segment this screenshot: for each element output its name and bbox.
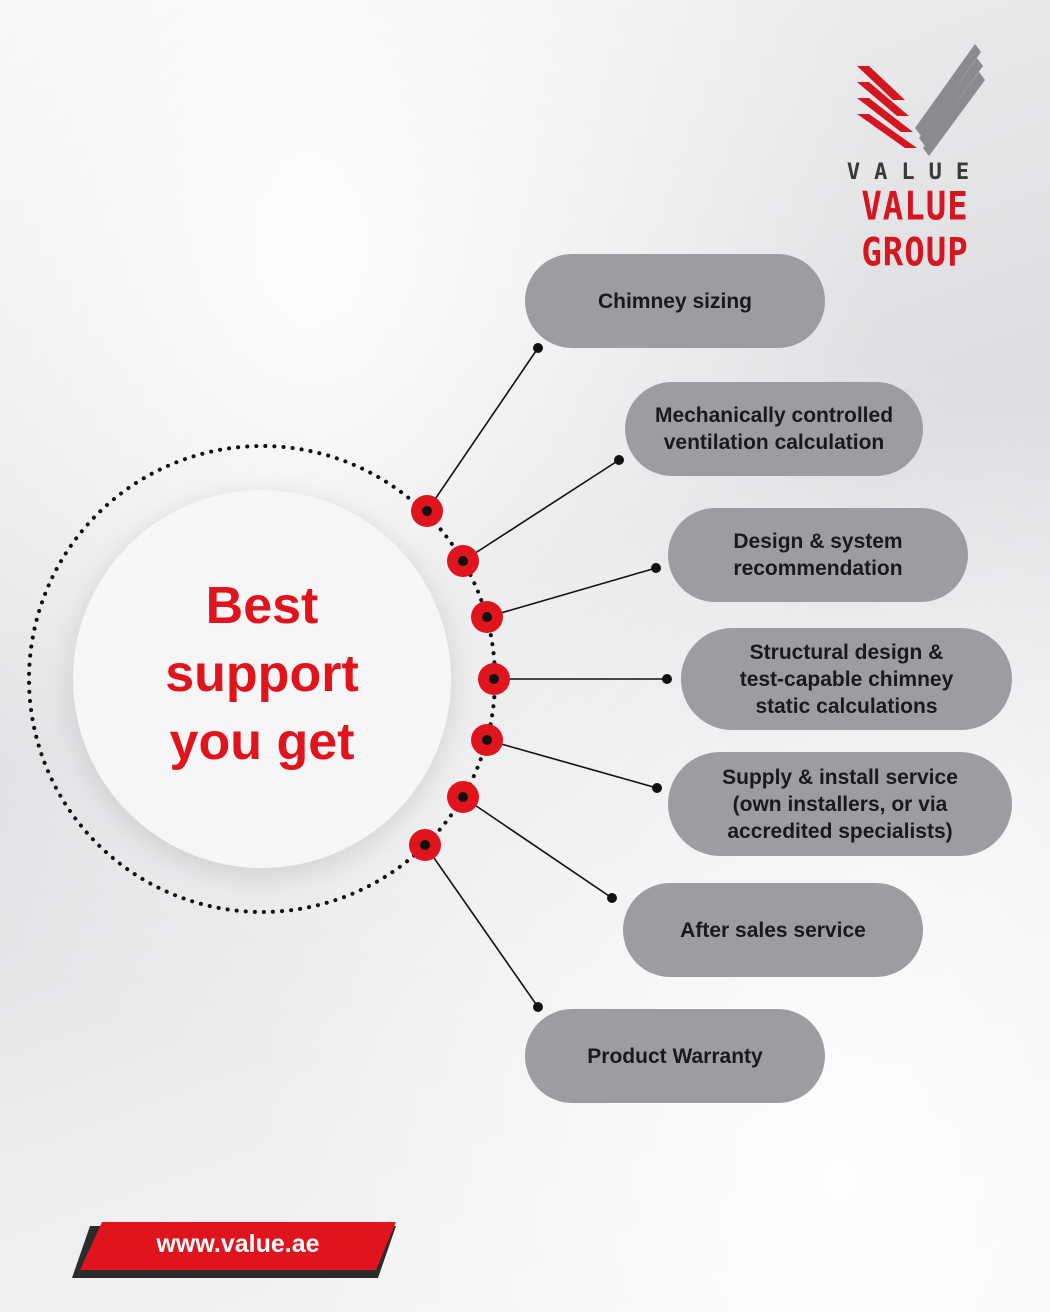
connector-line-1 — [426, 347, 539, 512]
node-marker-center-2 — [458, 556, 468, 566]
node-marker-center-6 — [458, 792, 468, 802]
service-pill-chimney-sizing: Chimney sizing — [525, 254, 825, 348]
connector-end-dot-1 — [533, 343, 543, 353]
connector-line-5 — [486, 739, 658, 789]
connector-end-dot-2 — [614, 455, 624, 465]
headline: Best support you get — [73, 572, 451, 776]
connector-end-dot-7 — [533, 1002, 543, 1012]
connector-end-dot-5 — [652, 783, 662, 793]
service-label: (own installers, or via — [732, 792, 948, 816]
service-label: test-capable chimney — [739, 667, 954, 691]
node-marker-center-5 — [482, 735, 492, 745]
center-circle — [73, 490, 451, 868]
node-marker-center-4 — [489, 674, 499, 684]
node-marker-center-1 — [422, 506, 432, 516]
service-pill-after-sales: After sales service — [623, 883, 923, 977]
service-label: Mechanically controlled — [654, 404, 894, 427]
logo-chevron-icon — [857, 44, 985, 156]
service-label: Chimney sizing — [597, 289, 753, 313]
service-label: Product Warranty — [587, 1044, 763, 1068]
logo-small-text: VALUE — [846, 160, 984, 185]
headline-line-1: Best — [205, 577, 319, 635]
logo-brand-name: VALUE GROUP — [861, 184, 969, 276]
service-pill-ventilation-calculation: Mechanically controlled ventilation calc… — [625, 382, 923, 476]
connector-line-7 — [424, 844, 539, 1008]
connector-line-3 — [486, 567, 657, 618]
website-link[interactable]: www.value.ae — [156, 1230, 320, 1258]
connector-end-dot-6 — [607, 893, 617, 903]
service-pill-design-recommendation: Design & system recommendation — [668, 508, 968, 602]
connector-line-6 — [462, 796, 613, 899]
headline-line-3: you get — [169, 713, 355, 771]
value-group-logo: VALUE VALUE GROUP — [815, 42, 1015, 276]
connector-line-2 — [462, 459, 620, 562]
connector-end-dot-3 — [651, 563, 661, 573]
connector-end-dot-4 — [662, 674, 672, 684]
service-label: recommendation — [733, 557, 903, 580]
service-label: ventilation calculation — [663, 431, 885, 454]
service-label: Design & system — [733, 530, 903, 553]
service-label: accredited specialists) — [727, 819, 953, 843]
website-banner[interactable]: www.value.ae — [72, 1222, 396, 1278]
service-label: After sales service — [680, 918, 866, 942]
service-label: Structural design & — [749, 640, 944, 664]
service-label: static calculations — [755, 694, 938, 718]
service-pill-supply-install: Supply & install service (own installers… — [668, 752, 1012, 856]
headline-line-2: support — [165, 645, 359, 703]
node-marker-center-7 — [420, 840, 430, 850]
node-marker-center-3 — [482, 612, 492, 622]
service-pill-structural-design: Structural design & test-capable chimney… — [681, 628, 1012, 730]
service-pill-product-warranty: Product Warranty — [525, 1009, 825, 1103]
service-label: Supply & install service — [722, 765, 958, 789]
